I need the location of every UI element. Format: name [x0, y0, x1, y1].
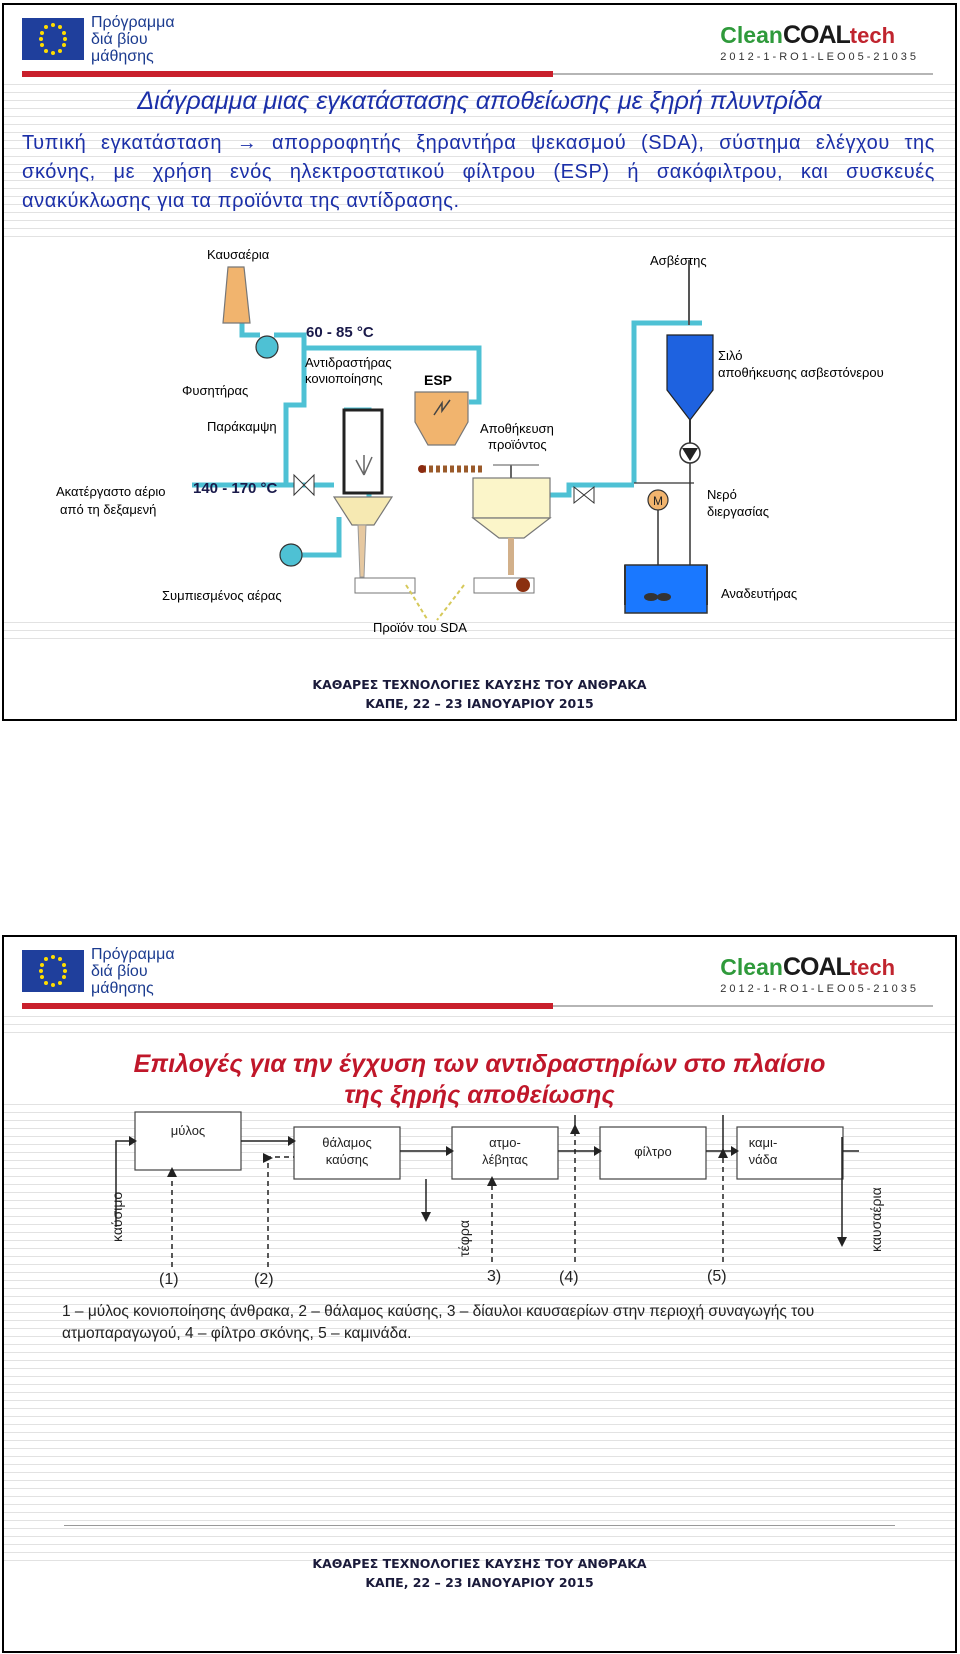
cleancoaltech-logo: CleanCOALtech 2012-1-RO1-LEO05-21035 — [720, 953, 919, 995]
slide-1-body: Τυπική εγκατάσταση → απορροφητής ξηραντή… — [22, 132, 935, 212]
storage-label-1: Αποθήκευση — [480, 421, 554, 436]
slide-1-footer: ΚΑΘΑΡΕΣ ΤΕΧΝΟΛΟΓΙΕΣ ΚΑΥΣΗΣ ΤΟΥ ΑΝΘΡΑΚΑ Κ… — [312, 677, 647, 711]
storage-label-2: προϊόντος — [488, 437, 547, 452]
stack-label-1: καμι- — [749, 1135, 778, 1150]
point-4-label: (4) — [559, 1269, 579, 1286]
slide-2-title: Επιλογές για την έγχυση των αντιδραστηρί… — [133, 1050, 826, 1109]
slide-1-title: Διάγραμμα μιας εγκατάστασης αποθείωσης μ… — [137, 87, 822, 115]
mill-box — [134, 1111, 242, 1171]
boiler-label-2: λέβητας — [482, 1152, 528, 1167]
esp-box — [414, 391, 469, 446]
compressor-circle — [279, 543, 303, 567]
point-3-label: 3) — [487, 1268, 501, 1285]
raw-gas-label-1: Ακατέργαστο αέριο — [56, 484, 166, 499]
reactor-label-1: Αντιδραστήρας — [305, 355, 392, 370]
ash-label: τέφρα — [456, 1220, 472, 1257]
cleancoaltech-logo: CleanCOALtech 2012-1-RO1-LEO05-21035 — [720, 21, 919, 63]
lime-label: Ασβέστης — [650, 253, 707, 268]
temp-top-label: 60 - 85 °C — [306, 324, 374, 341]
header-gray-bar — [553, 73, 933, 75]
product-storage-tank — [472, 477, 551, 519]
point-5-label: (5) — [707, 1268, 727, 1285]
fan-circle — [255, 335, 279, 359]
point-2-label: (2) — [254, 1271, 274, 1288]
chamber-label-2: καύσης — [326, 1152, 369, 1167]
header-red-bar — [22, 1003, 553, 1009]
project-code: 2012-1-RO1-LEO05-21035 — [720, 983, 919, 995]
filter-label: φίλτρο — [634, 1144, 672, 1159]
silo-label-1: Σιλό — [718, 348, 742, 363]
header-gray-bar — [553, 1005, 933, 1007]
eu-flag-logo — [22, 950, 84, 992]
flue-gas-label: Καυσαέρια — [207, 247, 270, 262]
raw-gas-label-2: από τη δεξαμενή — [60, 502, 156, 517]
background-lines — [4, 615, 955, 645]
background-lines — [4, 77, 955, 237]
mill-label: μύλος — [171, 1123, 205, 1138]
reactor-cone — [332, 496, 394, 526]
chamber-box — [293, 1126, 401, 1180]
stack-box — [736, 1126, 844, 1180]
temp-bottom-label: 140 - 170 °C — [193, 480, 278, 497]
mixing-tank — [624, 564, 708, 614]
mixer-label: Αναδευτήρας — [721, 586, 797, 601]
header-red-bar — [22, 71, 553, 77]
reactor-label-2: κονιοποίησης — [305, 371, 383, 386]
water-label-2: διεργασίας — [707, 504, 769, 519]
compressed-air-label: Συμπιεσμένος αέρας — [162, 588, 282, 603]
flue-gas-label: καυσαέρια — [868, 1187, 884, 1252]
stack-label-2: νάδα — [749, 1152, 778, 1167]
water-label-1: Νερό — [707, 487, 737, 502]
bypass-label: Παράκαμψη — [207, 419, 277, 434]
lime-silo — [666, 334, 714, 421]
fuel-label: καύσιμο — [109, 1192, 125, 1242]
fan-label: Φυσητήρας — [182, 383, 248, 398]
esp-label: ESP — [424, 372, 452, 388]
sda-product-label: Προϊόν του SDA — [373, 620, 467, 635]
reactor-column — [342, 408, 384, 495]
point-1-label: (1) — [159, 1271, 179, 1288]
boiler-label-1: ατμο- — [489, 1135, 521, 1150]
slide-2-footer: ΚΑΘΑΡΕΣ ΤΕΧΝΟΛΟΓΙΕΣ ΚΑΥΣΗΣ ΤΟΥ ΑΝΘΡΑΚΑ Κ… — [312, 1556, 647, 1590]
silo-label-2: αποθήκευσης ασβεστόνερου — [718, 365, 884, 380]
motor-label: M — [653, 494, 663, 508]
eu-flag-logo — [22, 18, 84, 60]
boiler-box — [451, 1126, 559, 1180]
chamber-label-1: θάλαμος — [322, 1135, 372, 1150]
reagent-injection-diagram: μύλος θάλαμος καύσης ατμο- λέβητας φίλτρ… — [109, 1111, 884, 1288]
project-code: 2012-1-RO1-LEO05-21035 — [720, 51, 919, 63]
dry-scrubber-diagram: M Καυσαέρια 60 - 85 °C Αντιδραστήρας κον… — [56, 247, 884, 635]
slide-2-caption: 1 – μύλος κονιοποίησης άνθρακα, 2 – θάλα… — [62, 1303, 815, 1342]
chimney-shape — [222, 266, 251, 324]
background-lines — [4, 1009, 955, 1039]
filter-box — [599, 1126, 707, 1180]
footer-divider — [64, 1525, 895, 1526]
